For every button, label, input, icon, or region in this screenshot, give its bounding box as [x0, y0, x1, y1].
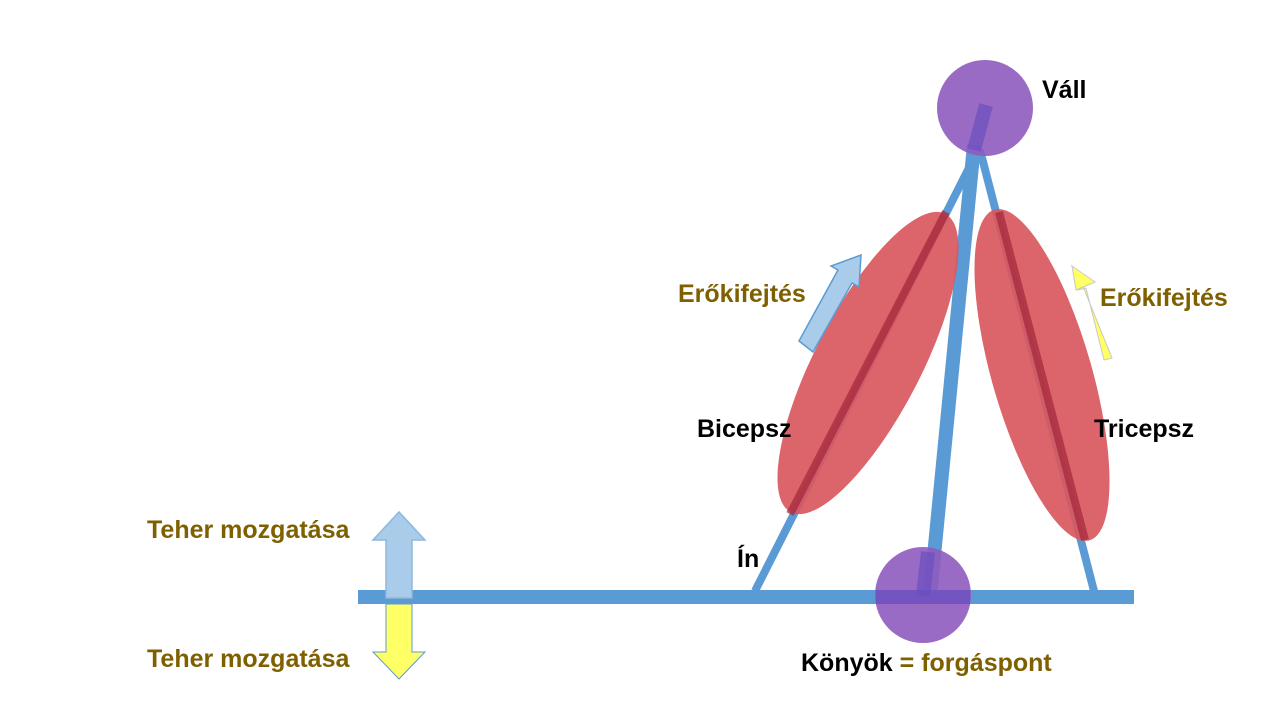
elbow-bone-overlay-vertical — [916, 551, 935, 597]
elbow-equals-label: = — [893, 649, 922, 677]
pivot-label: forgáspont — [921, 649, 1052, 677]
load-label-down: Teher mozgatása — [147, 645, 350, 673]
tendon-label: Ín — [737, 544, 759, 573]
triceps-label: Tricepsz — [1094, 415, 1194, 443]
diagonal-up-arrow-icon-head — [1071, 264, 1097, 291]
shoulder-bone-overlay — [967, 103, 993, 152]
diagonal-up-arrow-icon — [798, 253, 862, 354]
effort-label-left: Erőkifejtés — [678, 280, 806, 308]
upper-arm-bone — [923, 144, 981, 598]
load-label-up: Teher mozgatása — [147, 516, 350, 544]
up-arrow-icon — [371, 510, 427, 599]
effort-label-right: Erőkifejtés — [1100, 284, 1228, 312]
triceps-muscle — [974, 209, 1110, 542]
elbow-label: Könyök — [801, 649, 893, 677]
down-arrow-icon — [371, 603, 427, 680]
biceps-label: Bicepsz — [697, 415, 791, 443]
elbow-pivot-label: Könyök = forgáspont — [801, 649, 1052, 677]
biceps-muscle — [777, 210, 959, 516]
shoulder-label: Váll — [1042, 76, 1086, 104]
